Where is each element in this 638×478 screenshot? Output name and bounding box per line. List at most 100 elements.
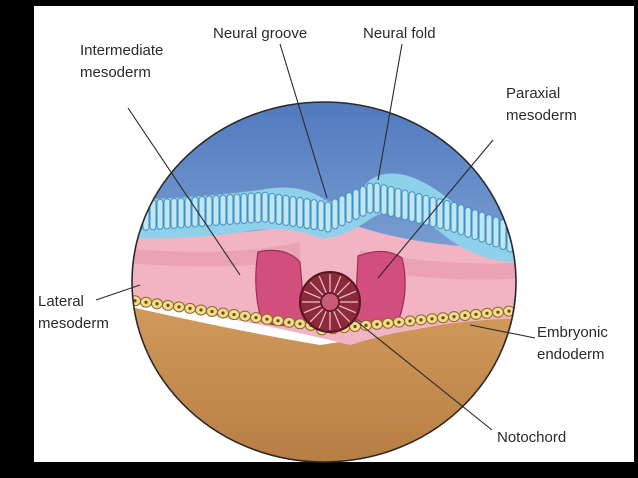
ectoderm-cell	[380, 184, 388, 216]
leader-paraxial	[377, 139, 494, 279]
ectoderm-cell	[275, 193, 283, 225]
leader-notochord	[354, 319, 493, 431]
leader-endoderm	[469, 324, 536, 339]
ectoderm-cell	[471, 209, 479, 241]
notochord-ray	[336, 281, 351, 296]
ectoderm-cell	[338, 195, 346, 227]
ectoderm-cell	[177, 197, 185, 229]
endoderm-cell-nucleus	[474, 312, 478, 316]
ectoderm-cell	[247, 192, 255, 224]
ectoderm-cell	[184, 196, 192, 228]
notochord-ray	[339, 305, 357, 314]
ectoderm-cell	[457, 204, 465, 236]
ectoderm-cell	[296, 197, 304, 229]
label-neural-fold: Neural fold	[363, 25, 436, 42]
endoderm-cell-nucleus	[177, 305, 181, 309]
endoderm-cell-nucleus	[199, 308, 203, 312]
label-embryonic-endoderm: Embryonic endoderm	[537, 324, 612, 363]
notochord-ray	[333, 311, 342, 329]
endoderm-cell-nucleus	[287, 320, 291, 324]
endoderm-cell-nucleus	[485, 311, 489, 315]
endoderm-cell-nucleus	[210, 309, 214, 314]
endoderm-cell-nucleus	[386, 321, 390, 325]
ectoderm-cell	[163, 198, 171, 230]
endoderm-cell-nucleus	[221, 311, 225, 315]
embryo-outline	[131, 101, 517, 463]
endoderm-cell-nucleus	[155, 302, 159, 306]
endoderm-cell-nucleus	[408, 319, 412, 323]
ectoderm-cell	[254, 192, 262, 224]
ectoderm-cell	[401, 189, 409, 221]
label-lateral-mesoderm: Lateral mesoderm	[38, 293, 109, 332]
endoderm-cell-nucleus	[276, 319, 280, 323]
ectoderm-cell	[289, 196, 297, 227]
notochord-ray	[303, 305, 321, 314]
ectoderm-cell	[499, 219, 507, 250]
notochord-ray	[303, 290, 321, 299]
ectoderm-cell	[303, 198, 311, 230]
notochord-ray	[336, 308, 351, 323]
notochord-shape	[299, 271, 361, 333]
ectoderm-cell	[366, 182, 374, 214]
ectoderm-cell	[205, 195, 213, 227]
ectoderm-cell	[261, 191, 269, 223]
endoderm-cell-nucleus	[375, 322, 379, 326]
label-intermediate-mesoderm: Intermediate mesoderm	[80, 42, 168, 81]
ectoderm-cell	[352, 188, 360, 220]
ectoderm-cell	[198, 195, 206, 227]
endoderm-cell-nucleus	[243, 314, 247, 318]
notochord-ray	[318, 275, 327, 293]
notochord-ray	[333, 275, 342, 293]
endoderm-cell-nucleus	[496, 310, 500, 314]
ectoderm-cell	[268, 192, 276, 224]
ectoderm-cell	[443, 200, 451, 231]
notochord-ray	[339, 290, 357, 299]
ectoderm-cell	[485, 214, 493, 246]
ectoderm-cell	[464, 206, 472, 238]
label-notochord: Notochord	[497, 429, 566, 446]
endoderm-cell-nucleus	[507, 309, 511, 313]
endoderm-cell-nucleus	[254, 316, 258, 320]
ectoderm-cell	[478, 211, 486, 243]
endoderm-cell-nucleus	[364, 323, 368, 327]
notochord-ray	[309, 281, 324, 296]
endoderm-cell-nucleus	[144, 300, 148, 304]
endoderm-cell-nucleus	[133, 299, 137, 303]
notochord-ray	[309, 308, 324, 323]
label-neural-groove: Neural groove	[213, 25, 307, 42]
leader-lines	[95, 43, 536, 431]
endoderm-cell-nucleus	[232, 312, 236, 317]
ectoderm-cell	[226, 194, 234, 226]
ectoderm-cell	[156, 198, 164, 230]
ectoderm-cell	[408, 191, 416, 223]
endoderm-cell-nucleus	[166, 303, 170, 307]
ectoderm-cell	[373, 182, 381, 214]
ectoderm-cell	[345, 192, 353, 224]
ectoderm-cell	[240, 193, 248, 225]
somite-right	[354, 250, 406, 327]
endoderm-cell-nucleus	[265, 317, 269, 321]
endoderm-cell-nucleus	[441, 316, 445, 320]
leader-lateral	[95, 284, 141, 301]
ectoderm-cell	[212, 194, 220, 226]
ectoderm-cell	[331, 198, 339, 230]
leader-neural-fold	[377, 43, 403, 181]
endoderm-cell-nucleus	[463, 313, 467, 318]
endoderm-cell-nucleus	[353, 324, 357, 329]
somite-left	[255, 249, 306, 327]
ectoderm-cell	[450, 201, 458, 233]
endoderm-cells	[132, 295, 515, 336]
endoderm-cell-nucleus	[298, 322, 302, 326]
ectoderm-cell	[282, 194, 290, 226]
label-paraxial-mesoderm: Paraxial mesoderm	[506, 85, 577, 124]
mesoderm-band-left	[132, 242, 300, 267]
ectoderm-cell	[394, 187, 402, 219]
ectoderm-cell	[219, 194, 227, 226]
ectoderm-cell	[170, 197, 178, 229]
ectoderm-cell	[310, 199, 318, 231]
leader-neural-groove	[279, 43, 328, 199]
ectoderm-cell	[359, 185, 367, 217]
endoderm-cell-nucleus	[419, 318, 423, 322]
